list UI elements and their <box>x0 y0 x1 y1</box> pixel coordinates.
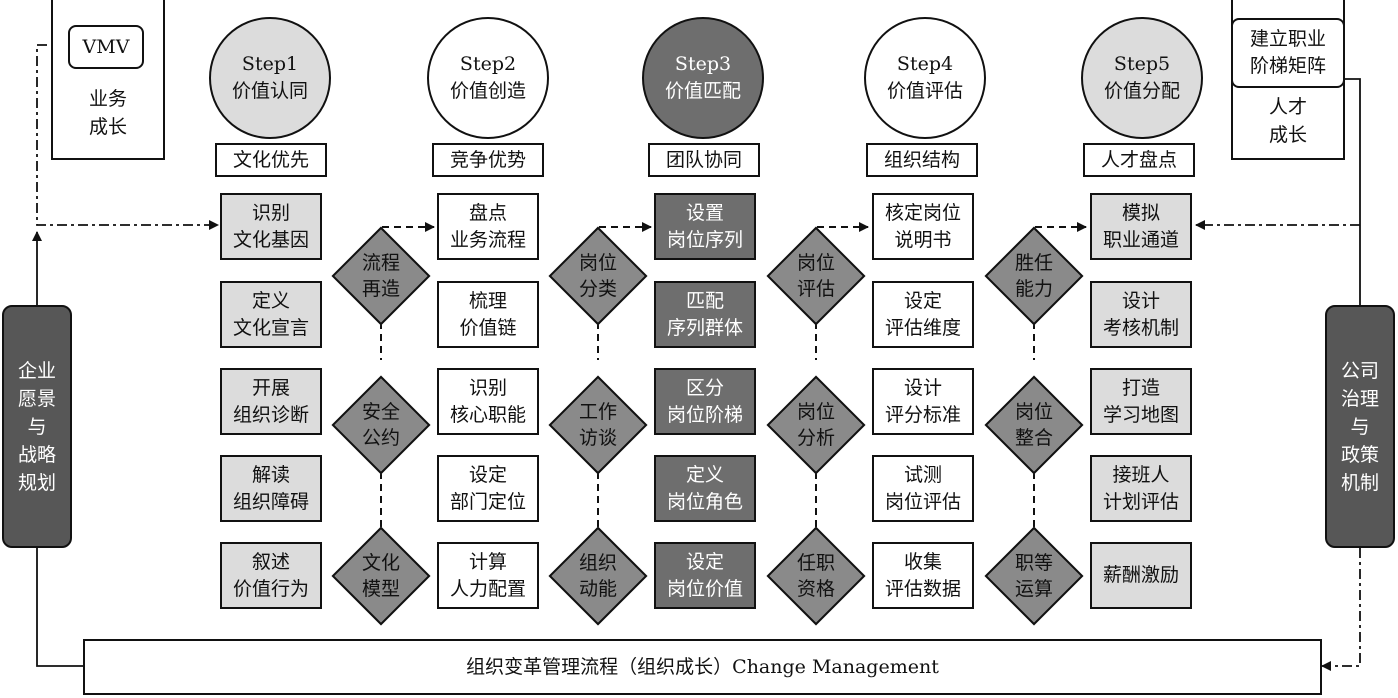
step1-header: 文化优先 <box>215 143 327 177</box>
step5-item: 接班人 计划评估 <box>1090 455 1192 522</box>
step1-item: 开展 组织诊断 <box>220 368 322 435</box>
step2-item: 设定 部门定位 <box>437 455 539 522</box>
step4-item: 试测 岗位评估 <box>872 455 974 522</box>
step4-item: 收集 评估数据 <box>872 542 974 609</box>
talent-growth-caption: 人才 成长 <box>1268 96 1307 146</box>
step2-item: 识别 核心职能 <box>437 368 539 435</box>
step3-number: Step3 <box>674 53 732 75</box>
step3-item: 定义 岗位角色 <box>654 455 756 522</box>
step2-circle: Step2 价值创造 <box>427 17 549 139</box>
step5-number: Step5 <box>1113 53 1171 75</box>
diamond-label: 组织 动能 <box>578 552 617 600</box>
step4-name: 价值评估 <box>886 80 963 102</box>
step4-item: 核定岗位 说明书 <box>872 193 974 260</box>
step5-item: 薪酬激励 <box>1090 542 1192 609</box>
step5-circle: Step5 价值分配 <box>1081 17 1203 139</box>
step4-header: 组织结构 <box>866 143 978 177</box>
step5-item: 打造 学习地图 <box>1090 368 1192 435</box>
step2-item: 盘点 业务流程 <box>437 193 539 260</box>
career-ladder-box: 建立职业 阶梯矩阵 <box>1231 18 1345 88</box>
diamond-label: 文化 模型 <box>361 552 400 600</box>
governance-policy-bar: 公司 治理 与 政策 机制 <box>1325 305 1395 548</box>
change-management-bar: 组织变革管理流程（组织成长）Change Management <box>83 639 1322 695</box>
step4-number: Step4 <box>896 53 954 75</box>
step2-item: 梳理 价值链 <box>437 281 539 348</box>
diamond-label: 安全 公约 <box>361 401 400 449</box>
diamond-label: 胜任 能力 <box>1014 252 1053 300</box>
diamond-label: 岗位 评估 <box>796 252 835 300</box>
step4-item: 设定 评估维度 <box>872 281 974 348</box>
business-growth-caption: 业务 成长 <box>88 88 127 138</box>
step3-item: 设置 岗位序列 <box>654 193 756 260</box>
step1-item: 定义 文化宣言 <box>220 281 322 348</box>
step2-item: 计算 人力配置 <box>437 542 539 609</box>
step2-header: 竞争优势 <box>432 143 544 177</box>
step2-name: 价值创造 <box>449 80 526 102</box>
step5-item: 模拟 职业通道 <box>1090 193 1192 260</box>
diamond-label: 岗位 分类 <box>578 252 617 300</box>
step4-circle: Step4 价值评估 <box>864 17 986 139</box>
step5-name: 价值分配 <box>1103 80 1180 102</box>
step3-header: 团队协同 <box>648 143 760 177</box>
step3-name: 价值匹配 <box>664 80 741 102</box>
vision-strategy-bar: 企业 愿景 与 战略 规划 <box>2 305 72 548</box>
step3-item: 区分 岗位阶梯 <box>654 368 756 435</box>
step1-item: 解读 组织障碍 <box>220 455 322 522</box>
diamond-label: 职等 运算 <box>1014 552 1053 600</box>
diamond-label: 岗位 分析 <box>796 401 835 449</box>
diamond-label: 任职 资格 <box>796 552 835 600</box>
step2-number: Step2 <box>459 53 517 75</box>
diamond-label: 工作 访谈 <box>578 401 617 449</box>
step4-item: 设计 评分标准 <box>872 368 974 435</box>
step5-header: 人才盘点 <box>1083 143 1195 177</box>
step1-name: 价值认同 <box>231 80 308 102</box>
vmv-box: VMV <box>68 25 144 69</box>
step1-number: Step1 <box>241 53 299 75</box>
diamond-label: 流程 再造 <box>361 252 400 300</box>
diamond-label: 岗位 整合 <box>1014 401 1053 449</box>
step5-item: 设计 考核机制 <box>1090 281 1192 348</box>
step3-item: 匹配 序列群体 <box>654 281 756 348</box>
step1-circle: Step1 价值认同 <box>209 17 331 139</box>
step3-item: 设定 岗位价值 <box>654 542 756 609</box>
step1-item: 叙述 价值行为 <box>220 542 322 609</box>
step3-circle: Step3 价值匹配 <box>642 17 764 139</box>
step1-item: 识别 文化基因 <box>220 193 322 260</box>
